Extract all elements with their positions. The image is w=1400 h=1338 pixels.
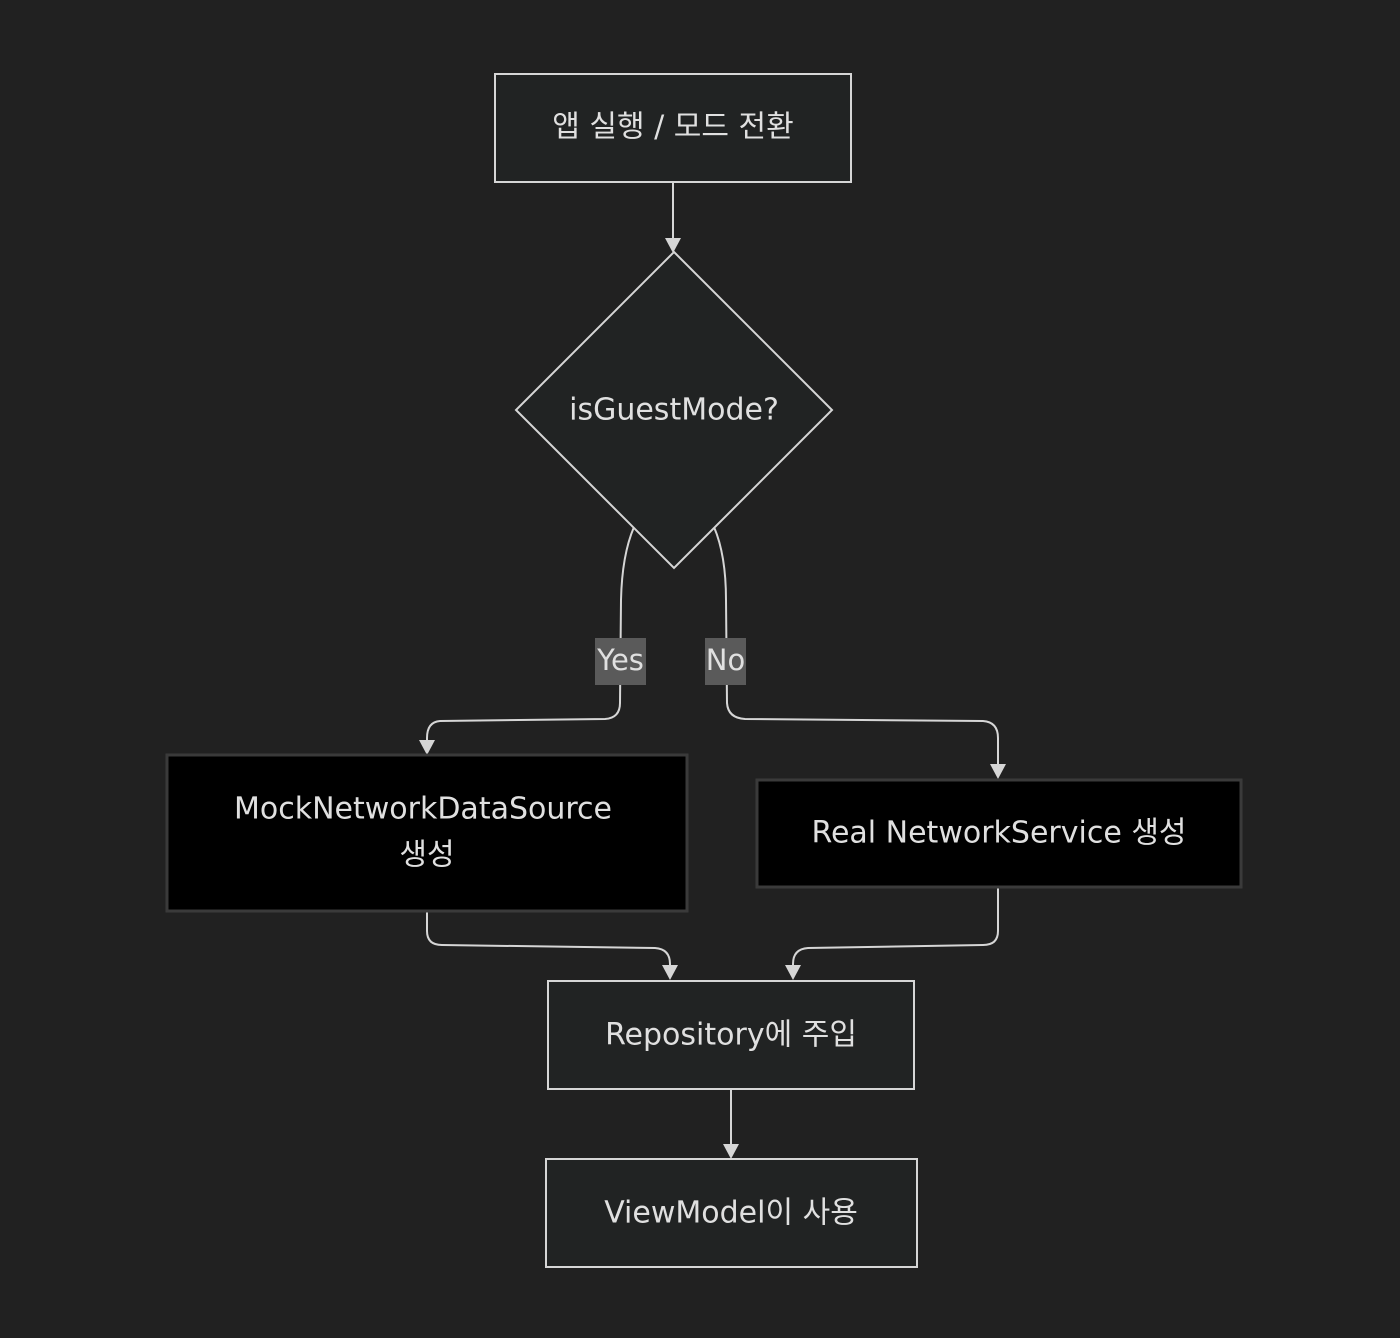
node-start[interactable]: 앱 실행 / 모드 전환 [494, 73, 852, 183]
node-decision-diamond [514, 250, 834, 570]
edge-label-yes-bg [595, 638, 646, 685]
edge-label-no-bg [705, 638, 746, 685]
edge-label-yes: Yes [595, 638, 646, 685]
edge-mock-to-repository [426, 912, 671, 967]
node-viewmodel[interactable]: ViewModel이 사용 [545, 1158, 918, 1268]
node-start-label: 앱 실행 / 모드 전환 [552, 110, 793, 145]
edge-label-no: No [705, 638, 746, 685]
edge-label-no-text: No [706, 643, 745, 677]
edge-decision-to-mock [426, 526, 635, 742]
node-repository-label: Repository에 주입 [605, 1018, 857, 1053]
node-real-label: Real NetworkService 생성 [811, 816, 1186, 851]
edge-label-yes-text: Yes [596, 643, 644, 677]
node-decision[interactable]: isGuestMode? [514, 250, 834, 570]
arrowhead-repository-to-viewmodel [723, 1144, 739, 1159]
node-mock-box [165, 753, 689, 913]
arrowhead-real-to-repository [785, 965, 801, 980]
arrowhead-decision-to-mock [419, 740, 435, 755]
edge-real-to-repository [792, 887, 999, 967]
node-mock-label-line2: 생성 [399, 838, 454, 873]
node-real-box [755, 778, 1243, 889]
arrowhead-start-to-decision [665, 238, 681, 253]
node-start-box [494, 73, 852, 183]
arrowhead-decision-to-real [990, 764, 1006, 779]
node-mock[interactable]: MockNetworkDataSource 생성 [165, 753, 689, 913]
node-viewmodel-box [545, 1158, 918, 1268]
node-mock-label-line1: MockNetworkDataSource [234, 792, 612, 827]
node-decision-label: isGuestMode? [569, 393, 779, 428]
node-repository[interactable]: Repository에 주입 [547, 980, 915, 1090]
edge-decision-to-real [713, 526, 999, 766]
node-real[interactable]: Real NetworkService 생성 [755, 778, 1243, 889]
node-repository-box [547, 980, 915, 1090]
edges [419, 182, 1006, 1159]
arrowhead-mock-to-repository [662, 965, 678, 980]
node-viewmodel-label: ViewModel이 사용 [604, 1196, 858, 1231]
